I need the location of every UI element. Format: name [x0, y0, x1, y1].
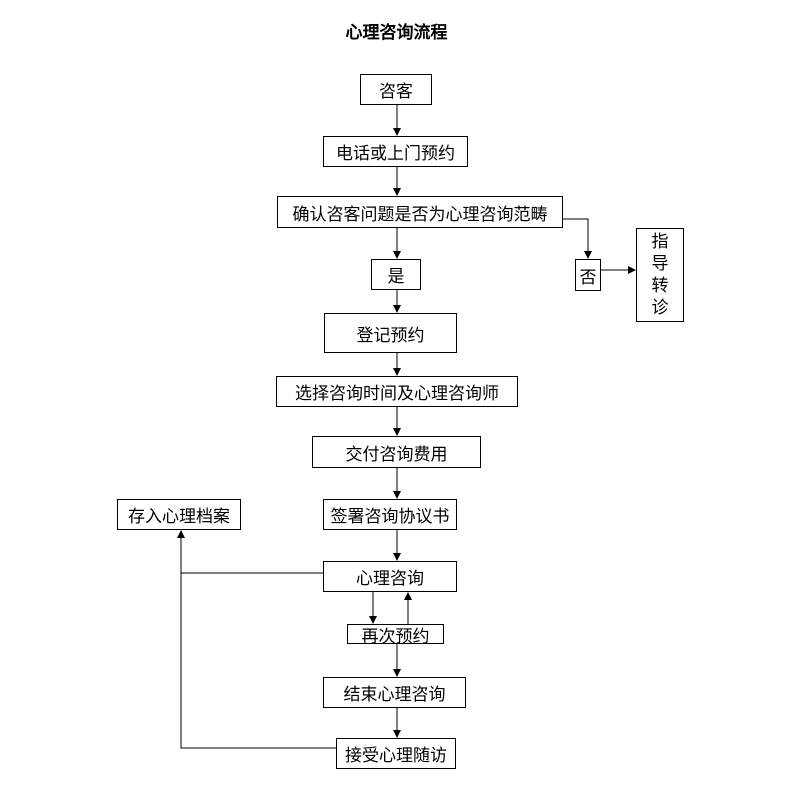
node-guide-referral-char: 指	[651, 232, 669, 252]
node-follow-up-label: 接受心理随访	[345, 746, 447, 766]
node-guide-referral-char: 导	[651, 254, 669, 274]
node-end-counseling-label: 结束心理咨询	[343, 685, 446, 705]
node-pay-fee-label: 交付咨询费用	[345, 444, 448, 465]
node-sign-agreement: 签署咨询协议书	[323, 499, 457, 530]
node-client: 咨客	[360, 74, 432, 105]
node-confirm-scope-label: 确认咨客问题是否为心理咨询范畴	[292, 204, 548, 225]
node-pay-fee: 交付咨询费用	[312, 436, 481, 468]
diagram-title: 心理咨询流程	[345, 23, 448, 43]
node-guide-referral: 指 导 转 诊	[636, 228, 684, 322]
node-reschedule-label: 再次预约	[361, 626, 430, 647]
node-yes-label: 是	[387, 267, 405, 287]
node-select-time-counselor: 选择咨询时间及心理咨询师	[276, 376, 518, 407]
node-archive-label: 存入心理档案	[128, 507, 230, 527]
arrow-followup-to-archive	[177, 530, 336, 749]
node-end-counseling: 结束心理咨询	[323, 677, 466, 708]
node-client-label: 咨客	[379, 82, 413, 102]
node-archive: 存入心理档案	[117, 499, 241, 530]
node-counseling-label: 心理咨询	[356, 569, 424, 589]
node-select-time-counselor-label: 选择咨询时间及心理咨询师	[295, 384, 499, 404]
node-register: 登记预约	[324, 313, 457, 353]
node-guide-referral-char: 转	[651, 276, 669, 296]
node-sign-agreement-label: 签署咨询协议书	[330, 507, 450, 527]
node-follow-up: 接受心理随访	[336, 738, 456, 769]
node-guide-referral-char: 诊	[651, 298, 669, 318]
node-no-label: 否	[579, 267, 597, 288]
node-yes: 是	[371, 259, 421, 290]
node-phone-or-visit-label: 电话或上门预约	[336, 144, 455, 164]
node-no: 否	[575, 259, 601, 291]
arrow-confirm-to-no	[563, 218, 592, 259]
node-confirm-scope: 确认咨客问题是否为心理咨询范畴	[277, 196, 563, 228]
node-reschedule: 再次预约	[347, 624, 444, 647]
node-register-label: 登记预约	[356, 325, 425, 346]
node-phone-or-visit: 电话或上门预约	[323, 136, 468, 167]
node-counseling: 心理咨询	[323, 561, 457, 592]
